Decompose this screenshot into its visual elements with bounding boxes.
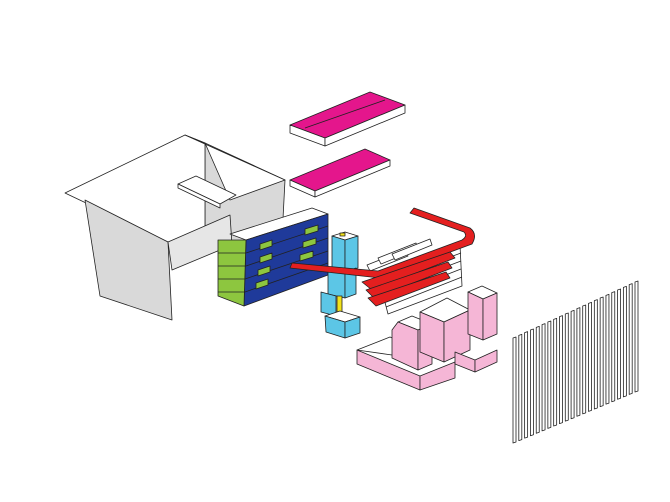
fence-slat xyxy=(559,315,563,424)
circulation-core xyxy=(320,231,361,339)
pink-tall-side xyxy=(443,309,471,363)
core-base-side xyxy=(344,316,361,339)
shell-roof-right xyxy=(184,134,286,201)
louver-line xyxy=(385,276,463,308)
fence-slat xyxy=(599,296,604,407)
roof-skylight-bar-side xyxy=(177,183,221,209)
roof-plate-lower-front xyxy=(314,159,391,198)
vertical-fin-screen xyxy=(512,280,639,444)
red-ribbon-assembly xyxy=(289,207,475,315)
pink-low-side xyxy=(474,349,498,373)
red-ribbon xyxy=(289,207,475,279)
red-slab xyxy=(361,251,456,291)
fence-slat xyxy=(530,328,534,437)
fence-slat xyxy=(622,285,627,398)
fence-slat xyxy=(570,309,575,420)
pink-blocks xyxy=(356,285,498,391)
stack-window xyxy=(304,224,319,236)
red-slab xyxy=(367,271,451,307)
fence-slat xyxy=(535,325,540,434)
fence-slat xyxy=(588,301,592,412)
pink-stepped-front xyxy=(391,321,419,371)
pink-right-front xyxy=(467,291,484,341)
stack-window xyxy=(257,265,271,277)
fence-slat xyxy=(576,307,581,417)
pink-right-side xyxy=(482,292,498,341)
core-yellow-panel xyxy=(336,295,343,313)
fence-slat xyxy=(593,299,598,410)
fence-slat xyxy=(553,317,558,427)
roof-plate-top-line xyxy=(304,99,386,129)
fence-slat xyxy=(611,291,616,403)
fence-slat xyxy=(512,336,517,444)
stack-window xyxy=(255,278,269,290)
stack-window xyxy=(299,250,314,262)
stack-window xyxy=(259,252,273,264)
red-slab xyxy=(365,261,453,299)
stack-side xyxy=(217,239,247,307)
roof-plates xyxy=(289,91,406,198)
building-shell xyxy=(64,134,286,321)
fence-slat xyxy=(547,320,552,429)
core-yellow-marker xyxy=(339,232,346,237)
fence-slat xyxy=(617,288,621,400)
fence-slat xyxy=(524,331,529,439)
stack-window xyxy=(302,237,317,249)
fence-slat xyxy=(518,333,523,441)
roof-plate-top-front xyxy=(324,104,406,147)
shell-left-wall xyxy=(84,199,173,321)
pink-low-front xyxy=(454,351,476,373)
pink-base-side xyxy=(419,361,456,391)
roof-slat xyxy=(391,238,433,261)
fence-slat xyxy=(564,312,569,422)
floor-stack xyxy=(217,207,329,307)
core-lower-front xyxy=(320,291,337,317)
core-upper-side xyxy=(344,235,359,273)
fence-slat xyxy=(582,304,587,415)
fence-slat xyxy=(634,280,639,393)
stack-window xyxy=(259,239,273,251)
fence-slat xyxy=(605,293,610,405)
fence-slat xyxy=(628,283,633,395)
fence-slat xyxy=(541,323,546,432)
